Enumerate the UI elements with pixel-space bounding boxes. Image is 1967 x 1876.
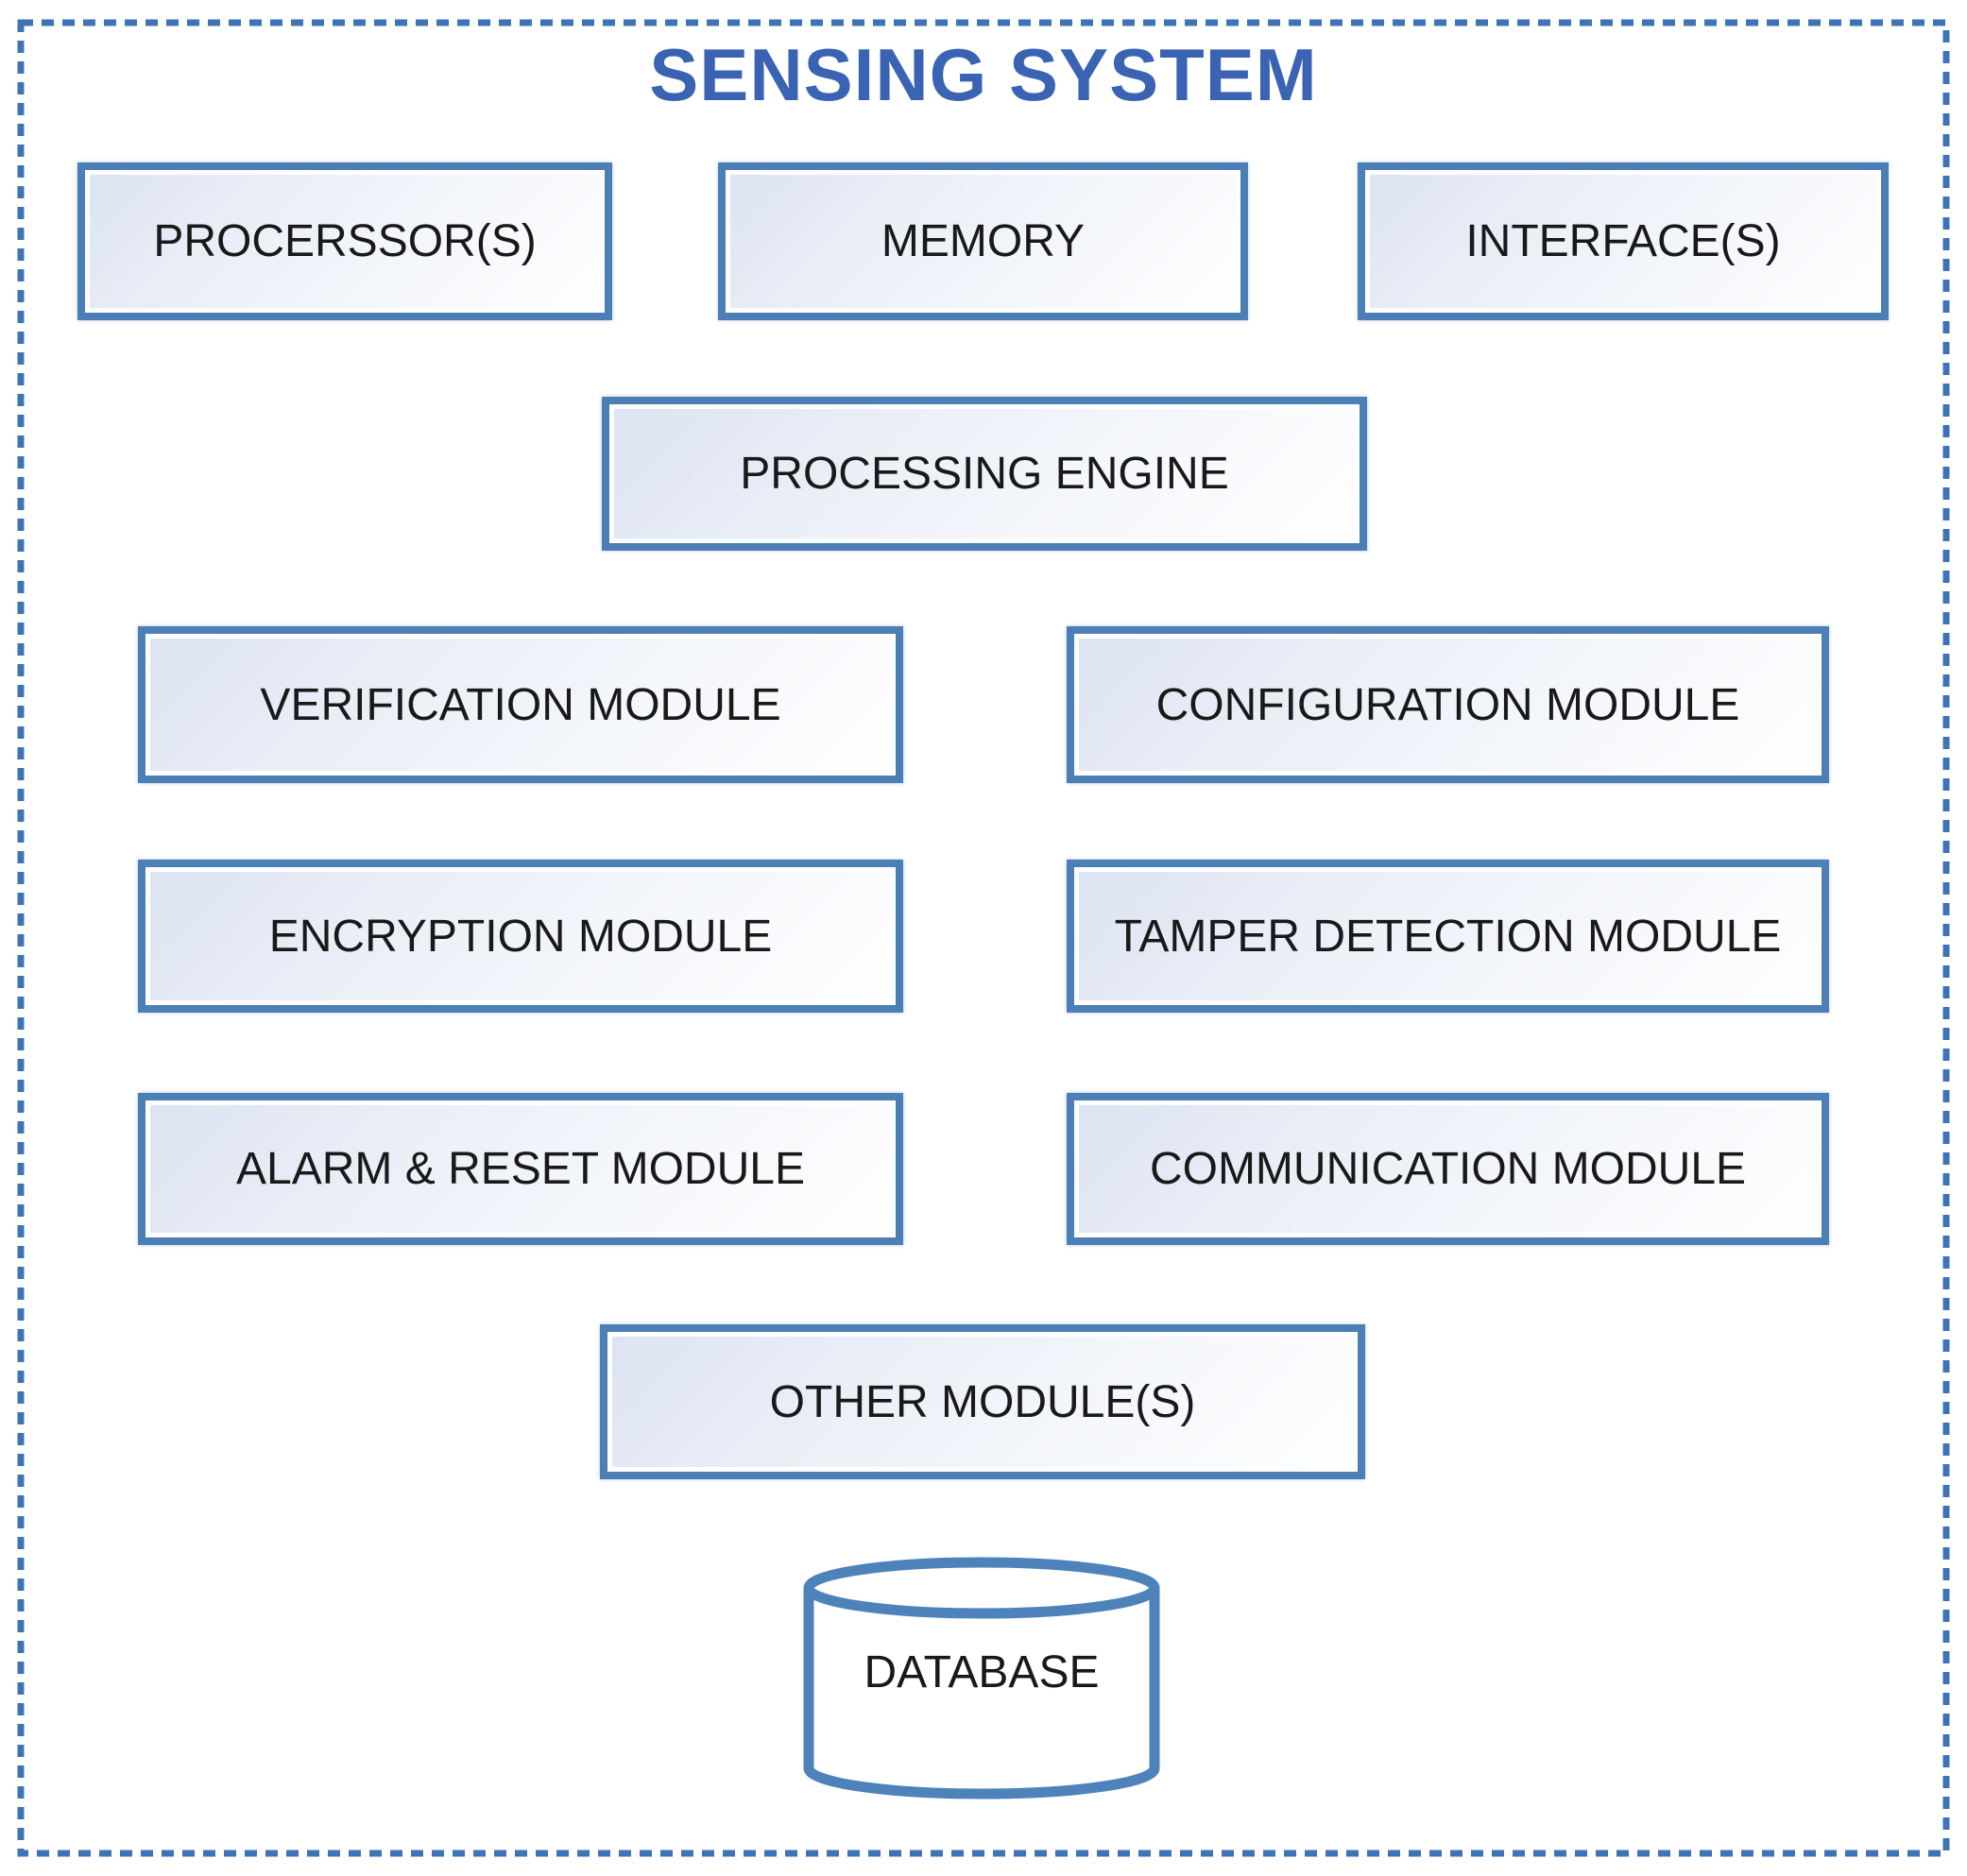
box-processing-engine-label: PROCESSING ENGINE bbox=[740, 449, 1229, 499]
box-encryption-module-label: ENCRYPTION MODULE bbox=[268, 911, 773, 962]
box-tamper-detection-module: TAMPER DETECTION MODULE bbox=[1067, 860, 1829, 1013]
box-other-modules-label: OTHER MODULE(S) bbox=[769, 1376, 1196, 1427]
database-node: DATABASE bbox=[803, 1557, 1160, 1799]
box-verification-module: VERIFICATION MODULE bbox=[138, 626, 903, 783]
box-memory: MEMORY bbox=[718, 162, 1248, 320]
box-processors: PROCERSSOR(S) bbox=[77, 162, 612, 320]
box-memory-label: MEMORY bbox=[881, 216, 1086, 266]
box-interfaces: INTERFACE(S) bbox=[1358, 162, 1889, 320]
box-configuration-module: CONFIGURATION MODULE bbox=[1067, 626, 1829, 783]
box-encryption-module: ENCRYPTION MODULE bbox=[138, 860, 903, 1013]
box-alarm-reset-module: ALARM & RESET MODULE bbox=[138, 1093, 903, 1245]
box-verification-module-label: VERIFICATION MODULE bbox=[260, 679, 781, 730]
box-communication-module: COMMUNICATION MODULE bbox=[1067, 1093, 1829, 1245]
box-processing-engine: PROCESSING ENGINE bbox=[602, 397, 1367, 551]
diagram-title: SENSING SYSTEM bbox=[649, 33, 1318, 116]
box-configuration-module-label: CONFIGURATION MODULE bbox=[1155, 679, 1740, 730]
database-cylinder-icon bbox=[803, 1557, 1160, 1799]
box-tamper-detection-module-label: TAMPER DETECTION MODULE bbox=[1114, 911, 1782, 962]
database-label: DATABASE bbox=[864, 1647, 1100, 1697]
box-processors-label: PROCERSSOR(S) bbox=[153, 216, 537, 266]
box-interfaces-label: INTERFACE(S) bbox=[1465, 216, 1781, 266]
box-alarm-reset-module-label: ALARM & RESET MODULE bbox=[236, 1144, 805, 1194]
box-communication-module-label: COMMUNICATION MODULE bbox=[1149, 1144, 1747, 1194]
box-other-modules: OTHER MODULE(S) bbox=[600, 1324, 1365, 1479]
